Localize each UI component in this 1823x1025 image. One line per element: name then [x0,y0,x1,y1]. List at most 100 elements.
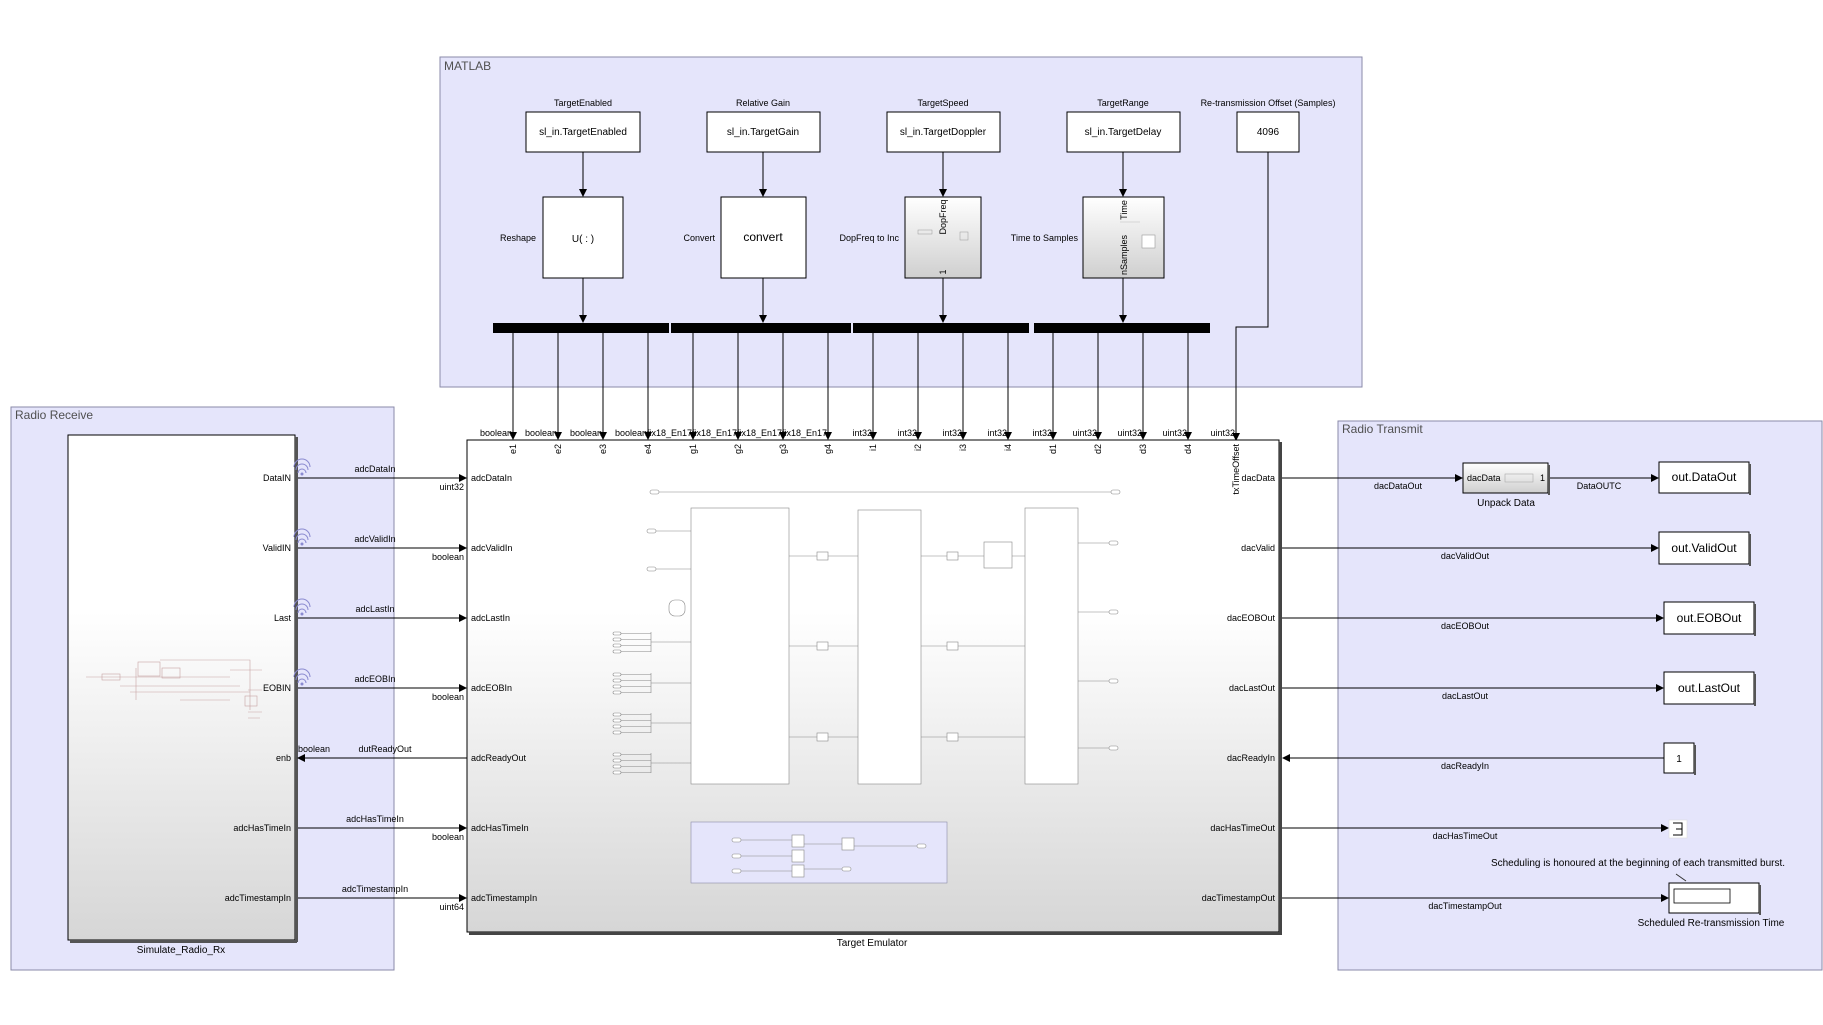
constant-one-block[interactable]: 1 [1663,742,1696,775]
tx-signal-label: dacValidOut [1441,551,1490,561]
bus-type-label: fix18_En17 [737,428,782,438]
rx-port-label: EOBIN [263,683,291,693]
rx-signal-label: dutReadyOut [358,744,412,754]
rx-type-label: boolean [432,552,464,562]
rx-port-label: adcHasTimeIn [233,823,291,833]
block-label: Time to Samples [1011,233,1079,243]
bus-type-label: fix18_En17 [782,428,827,438]
bus-type-label: boolean [525,428,557,438]
rx-output-ports: DataINadcDataInuint32ValidINadcValidInbo… [225,458,467,912]
emulator-top-port: txTimeOffset [1231,444,1241,495]
bus-type-label: int32 [1032,428,1052,438]
emulator-top-port: e4 [643,444,653,454]
bus-type-label: uint32 [1162,428,1187,438]
rx-port-label: DataIN [263,473,291,483]
reshape-block[interactable]: Reshape U( : ) [500,196,624,279]
bus-type-label: boolean [615,428,647,438]
block-content: convert [743,230,783,244]
constant-title: Re-transmission Offset (Samples) [1201,98,1336,108]
scheduled-label: Scheduled Re-transmission Time [1638,918,1785,929]
emulator-top-port: g2 [733,444,743,454]
dopfreq-to-inc-block[interactable]: DopFreq to Inc DopFreq 1 [839,196,982,279]
emulator-input-ports: adcDataInadcValidInadcLastInadcEOBInadcR… [471,473,537,903]
rx-port-label: Last [274,613,292,623]
bus-type-label: fix18_En17 [692,428,737,438]
demux-bar[interactable] [1034,323,1210,333]
constant-title: TargetEnabled [554,98,612,108]
rx-internal-sketch [86,659,262,719]
out-label: out.LastOut [1678,681,1741,695]
out-dataout-block[interactable]: out.DataOut [1658,461,1751,495]
emulator-top-port: e1 [508,444,518,454]
radio-receive-area-label: Radio Receive [15,408,93,422]
emulator-top-port: d2 [1093,444,1103,454]
emulator-top-port: i1 [868,444,878,451]
tx-signal-label: dacDataOut [1374,481,1423,491]
tx-signal-label: dacLastOut [1442,691,1489,701]
bus-type-label: int32 [942,428,962,438]
unpack-in-port: dacData [1467,473,1501,483]
emulator-top-port: d4 [1183,444,1193,454]
radio-transmit-area-label: Radio Transmit [1342,422,1423,436]
wireless-icon [293,668,311,686]
rx-signal-label: adcValidIn [354,534,395,544]
out-label: out.DataOut [1672,470,1737,484]
bus-type-label: int32 [987,428,1007,438]
terminator-block[interactable] [1668,819,1688,839]
out-validout-block[interactable]: out.ValidOut [1658,531,1751,566]
tx-signal-label: dacReadyIn [1441,761,1489,771]
bus-type-label: boolean [480,428,512,438]
block-content: DopFreq [938,199,948,234]
constant-value: sl_in.TargetGain [727,127,799,138]
emulator-top-port: e3 [598,444,608,454]
emulator-out-port: dacValid [1241,543,1275,553]
simulate-radio-rx-block[interactable]: Simulate_Radio_Rx DataINadcDataInuint32V… [67,434,467,956]
emulator-name: Target Emulator [837,938,908,949]
demux-bar[interactable] [853,323,1029,333]
demux-bar[interactable] [493,323,669,333]
emulator-internal-sketch [612,489,1121,884]
emulator-out-port: dacEOBOut [1227,613,1276,623]
wireless-icon [293,598,311,616]
tx-signal-lines: dacDataOut dacValidOut dacEOBOut dacLastOut… [1282,474,1669,911]
convert-block[interactable]: Convert convert [683,196,807,279]
constant-retransmission-offset[interactable]: Re-transmission Offset (Samples) 4096 [1201,98,1336,153]
rx-type-label: uint64 [439,902,464,912]
emulator-in-port: adcReadyOut [471,753,527,763]
out-eobout-block[interactable]: out.EOBOut [1663,601,1756,636]
block-label: Reshape [500,233,536,243]
emulator-in-port: adcEOBIn [471,683,512,693]
constant-relative-gain[interactable]: Relative Gain sl_in.TargetGain [706,98,821,153]
constant-value: sl_in.TargetEnabled [539,127,627,138]
demux-bar[interactable] [671,323,851,333]
emulator-top-port: e2 [553,444,563,454]
emulator-top-port: i3 [958,444,968,451]
unpack-data-block[interactable]: dacData 1 Unpack Data [1462,462,1550,509]
rx-port-label: adcTimestampIn [225,893,291,903]
emulator-out-port: dacHasTimeOut [1210,823,1275,833]
rx-signal-label: adcTimestampIn [342,884,408,894]
tx-signal-label: dacTimestampOut [1428,901,1502,911]
emulator-out-port: dacLastOut [1229,683,1276,693]
rx-signal-label: adcDataIn [354,464,395,474]
emulator-in-port: adcDataIn [471,473,512,483]
bus-type-label: uint32 [1210,428,1235,438]
emulator-top-port: d3 [1138,444,1148,454]
constant-target-range[interactable]: TargetRange sl_in.TargetDelay [1066,98,1181,153]
out-lastout-block[interactable]: out.LastOut [1663,671,1756,706]
tx-signal-label: dacEOBOut [1441,621,1490,631]
time-to-samples-block[interactable]: Time to Samples Time nSamples [1011,196,1165,279]
constant-target-speed[interactable]: TargetSpeed sl_in.TargetDoppler [886,98,1001,153]
constant-value: sl_in.TargetDoppler [900,127,987,138]
target-emulator-block[interactable]: Target Emulator adcDataInadcValidInadcLa… [466,439,1282,949]
rx-type-label: boolean [432,692,464,702]
unpack-out-port: 1 [1540,473,1545,483]
rx-type-label: boolean [432,832,464,842]
rx-type-label: boolean [298,744,330,754]
emulator-in-port: adcLastIn [471,613,510,623]
scheduled-retransmission-display[interactable]: Scheduled Re-transmission Time [1638,882,1785,929]
block-label: DopFreq to Inc [839,233,899,243]
bus-type-label: int32 [897,428,917,438]
